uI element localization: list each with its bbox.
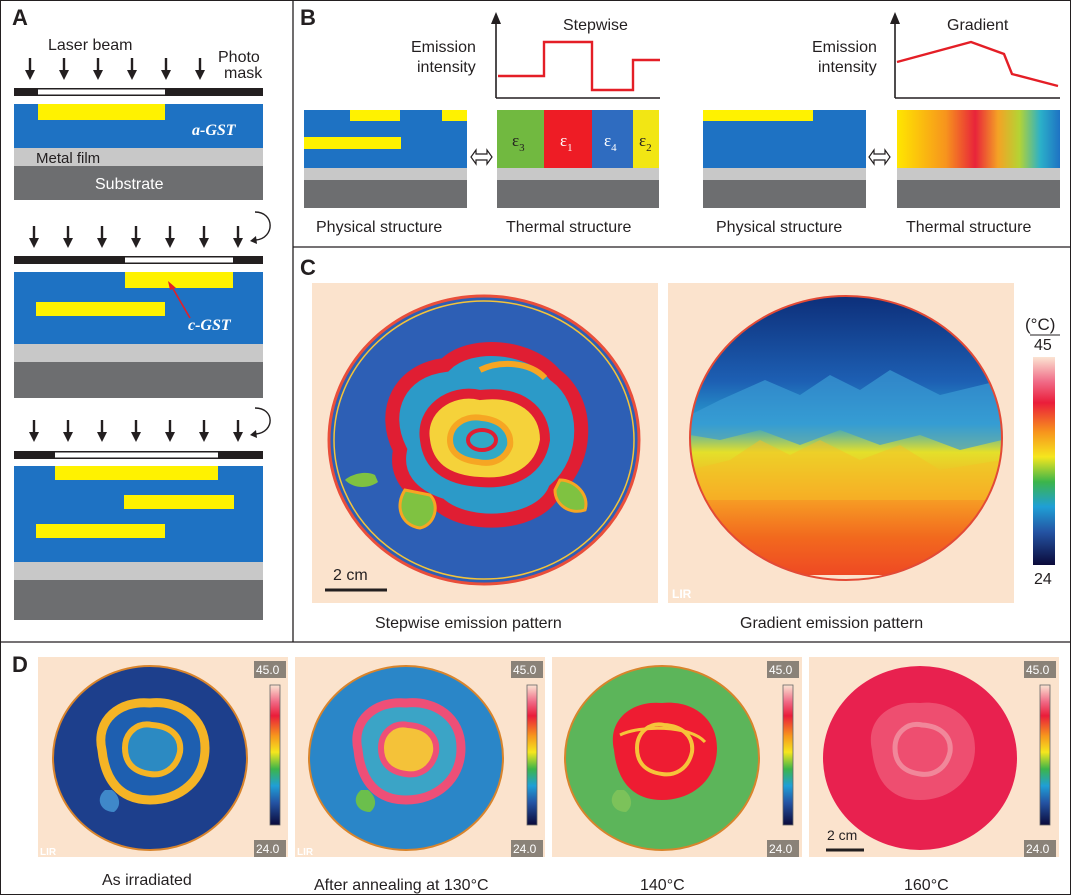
intensity-label-2: intensity bbox=[818, 59, 877, 76]
emission-label-2: Emission bbox=[812, 39, 877, 56]
panel-b: B Emission intensity Stepwise Emission i… bbox=[300, 5, 1060, 236]
double-arrow-1 bbox=[470, 148, 493, 166]
gradient-disc bbox=[690, 296, 1002, 580]
a-gst-label: a-GST bbox=[192, 122, 237, 139]
thermal-structure-label-1: Thermal structure bbox=[506, 219, 631, 236]
scale-max-3: 45.0 bbox=[769, 663, 793, 677]
min-label-c: 24 bbox=[1034, 571, 1052, 588]
lir-watermark-c: LIR bbox=[672, 587, 692, 601]
panel-d-letter: D bbox=[12, 652, 28, 677]
physical-structure-label-2: Physical structure bbox=[716, 219, 842, 236]
eps-2: ε2 bbox=[639, 131, 652, 154]
ir-image-140: 45.0 24.0 bbox=[552, 657, 802, 857]
metal-film-label: Metal film bbox=[36, 150, 100, 167]
scale-max-1: 45.0 bbox=[256, 663, 280, 677]
scale-min-4: 24.0 bbox=[1026, 842, 1050, 856]
substrate-label: Substrate bbox=[95, 176, 164, 193]
stepwise-caption: Stepwise emission pattern bbox=[375, 615, 562, 632]
double-arrow-2 bbox=[868, 148, 891, 166]
eps-3: ε3 bbox=[512, 131, 525, 154]
rose-stepwise bbox=[345, 342, 589, 530]
panel-c: C 2 cm Stepwise emission pattern LIR bbox=[300, 255, 1060, 632]
eps-4: ε4 bbox=[604, 131, 617, 154]
scale-bar-d-label: 2 cm bbox=[827, 827, 857, 843]
unit-label-c: (°C) bbox=[1025, 315, 1055, 334]
lir-watermark-2: LIR bbox=[297, 847, 314, 858]
panel-b-letter: B bbox=[300, 5, 316, 30]
stepwise-thermal-structure: ε3 ε1 ε4 ε2 bbox=[497, 110, 659, 168]
scale-bar-c-label: 2 cm bbox=[333, 567, 368, 584]
scale-min-2: 24.0 bbox=[513, 842, 537, 856]
c-gst-label: c-GST bbox=[188, 317, 232, 334]
intensity-label-1: intensity bbox=[417, 59, 476, 76]
panel-a: A Laser beam Photo mask a-GST Metal film… bbox=[12, 5, 271, 620]
laser-arrows-2 bbox=[27, 224, 245, 250]
lir-watermark-1: LIR bbox=[40, 847, 57, 858]
caption-after-annealing: After annealing at 130°C bbox=[314, 877, 489, 894]
scale-max-2: 45.0 bbox=[513, 663, 537, 677]
ir-image-160: 45.0 24.0 2 cm bbox=[809, 657, 1059, 857]
color-bar-c bbox=[1033, 357, 1055, 565]
scale-min-3: 24.0 bbox=[769, 842, 793, 856]
caption-160: 160°C bbox=[904, 877, 949, 894]
physical-structure-label-1: Physical structure bbox=[316, 219, 442, 236]
panel-a-letter: A bbox=[12, 5, 28, 30]
photo-label: Photo bbox=[218, 49, 260, 66]
crystal-region-1 bbox=[38, 104, 165, 120]
gradient-caption: Gradient emission pattern bbox=[740, 615, 923, 632]
metal-film-1 bbox=[14, 148, 263, 166]
laser-arrows-1 bbox=[23, 56, 207, 82]
gradient-title: Gradient bbox=[947, 17, 1009, 34]
caption-as-irradiated: As irradiated bbox=[102, 872, 192, 889]
ir-image-after-annealing-130: 45.0 24.0 LIR bbox=[295, 657, 545, 858]
gradient-thermal-structure bbox=[897, 110, 1060, 168]
stepwise-curve bbox=[498, 40, 660, 92]
substrate-1 bbox=[14, 166, 263, 200]
panel-d: D 45.0 24.0 LIR As irradiated 45.0 bbox=[12, 652, 1059, 894]
eps-1: ε1 bbox=[560, 131, 573, 154]
scale-min-1: 24.0 bbox=[256, 842, 280, 856]
laser-arrows-3 bbox=[27, 418, 245, 444]
panel-c-letter: C bbox=[300, 255, 316, 280]
gst-layer-3 bbox=[14, 466, 263, 562]
ir-image-as-irradiated: 45.0 24.0 LIR bbox=[38, 657, 288, 858]
stepwise-title: Stepwise bbox=[563, 17, 628, 34]
laser-beam-label: Laser beam bbox=[48, 37, 133, 54]
caption-140: 140°C bbox=[640, 877, 685, 894]
max-label-c: 45 bbox=[1034, 337, 1052, 354]
next-step-arrow-1 bbox=[254, 211, 271, 241]
scale-max-4: 45.0 bbox=[1026, 663, 1050, 677]
emission-label-1: Emission bbox=[411, 39, 476, 56]
mask-label: mask bbox=[224, 65, 263, 82]
gradient-curve bbox=[896, 40, 1059, 88]
next-step-arrow-2 bbox=[254, 407, 271, 435]
thermal-structure-label-2: Thermal structure bbox=[906, 219, 1031, 236]
